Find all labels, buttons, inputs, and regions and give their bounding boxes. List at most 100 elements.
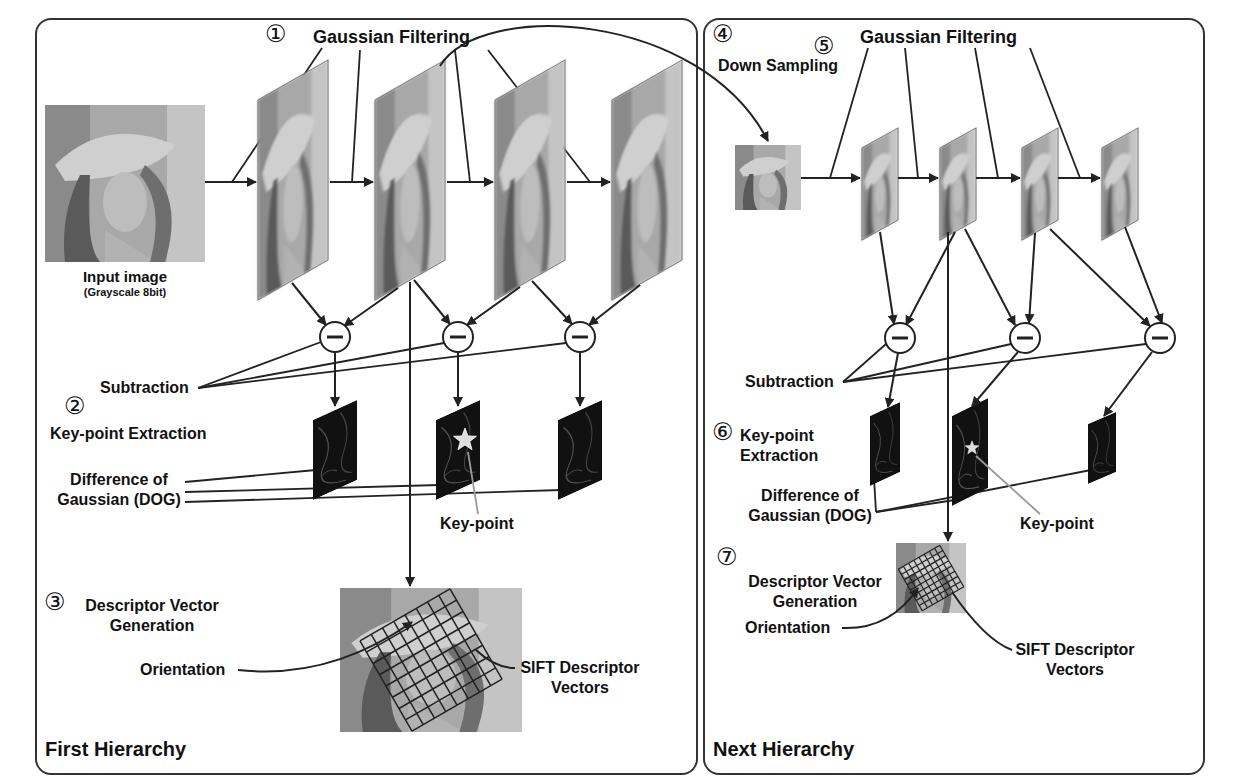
hierarchy-panel: Next Hierarchy [703,18,1205,775]
callout-number: ⑦ [716,545,738,569]
leader-line [198,343,444,388]
annotation-label: SIFT Descriptor Vectors [505,658,655,698]
annotation-label: Difference of Gaussian (DOG) [44,470,194,510]
dog-picture [870,402,900,486]
annotation-label: Difference of Gaussian (DOG) [735,486,885,526]
panel-title: First Hierarchy [45,738,186,761]
image-frame [612,60,682,300]
image-frame [495,60,565,300]
leader-line [975,48,998,178]
subtraction-circle [320,322,350,352]
image-frame [1102,128,1138,240]
blurred-photo [1022,128,1058,240]
downsampled-photo [735,145,801,210]
minus-sign [1017,337,1033,340]
subtraction-circle [443,322,473,352]
minus-sign [572,336,588,339]
dog-image [1088,412,1116,484]
flow-arrow [344,288,398,326]
gaussian-image [612,60,682,300]
leader-line [976,456,1040,514]
blurred-photo [1102,128,1138,240]
descriptor-pointer [476,650,515,668]
key-point-star [454,428,477,450]
annotation-label: Key-point [1020,514,1094,534]
annotation-label: Key-point [440,514,514,534]
dog-image [313,400,357,500]
flow-arrow [976,177,1020,179]
callout-number: ② [64,394,86,418]
flow-arrow [965,229,1015,325]
leader-line [185,485,439,492]
callout-number: ⑤ [813,34,835,58]
annotation-label: Orientation [140,660,225,680]
flow-arrow [205,181,256,183]
gaussian-image [495,60,565,300]
gaussian-image [862,128,898,240]
leader-line [843,344,1011,382]
input-photo [45,105,205,262]
annotation-label: Subtraction [100,378,189,398]
annotation-label: SIFT Descriptor Vectors [1000,640,1150,680]
flow-arrow [292,283,326,325]
image-frame [862,128,898,240]
panel-title: Next Hierarchy [713,738,854,761]
leader-line [905,48,918,178]
flow-arrow [888,353,898,407]
callout-number: ⑥ [712,420,734,444]
minus-sign [450,336,466,339]
gaussian-image [1022,128,1058,240]
blurred-photo [375,60,445,300]
dog-image [952,398,988,506]
annotation-label: Orientation [745,618,830,638]
subtractors [320,322,595,352]
gaussian-image [375,60,445,300]
subtraction-circle [1145,323,1175,353]
flow-arrow [589,285,640,325]
flow-arrow [467,287,520,325]
subtraction-circle [885,323,915,353]
leader-line [352,50,360,182]
callout-number: ④ [712,22,734,46]
annotation-label: Gaussian Filtering [860,26,1017,49]
flow-arrow [409,282,411,586]
blurred-photo [862,128,898,240]
subtraction-circle [1010,323,1040,353]
image-frame [940,128,976,240]
flow-arrow [414,280,450,324]
flow-arrow [330,181,373,183]
flow-arrow [898,177,938,179]
image-frame [1022,128,1058,240]
gaussian-image [1102,128,1138,240]
image-frame [375,60,445,300]
annotation-label: Descriptor Vector Generation [735,572,895,612]
dog-picture [313,400,357,500]
leader-line [468,452,478,514]
flow-arrow [532,281,572,324]
annotation-label: Down Sampling [718,56,838,76]
flow-arrow [579,352,581,406]
annotation-label: Descriptor Vector Generation [72,596,232,636]
blurred-photo [940,128,976,240]
blurred-photo [612,60,682,300]
flow-arrow [1029,233,1035,323]
descriptor-photo [340,588,522,732]
image-caption: (Grayscale 8bit) [45,286,205,299]
minus-sign [892,337,908,340]
grid-lines [360,589,502,731]
flow-arrow [1050,229,1150,326]
flow-arrow [880,232,894,324]
flow-arrow [334,352,336,406]
dog-picture [558,400,602,500]
image-frame [258,60,328,300]
flow-arrow [1125,227,1162,323]
leader-line [185,490,561,502]
minus-sign [327,336,343,339]
flow-arrow [1058,177,1100,179]
subtraction-circle [565,322,595,352]
gaussian-image [258,60,328,300]
annotation-label: Gaussian Filtering [313,26,470,49]
blurred-photo [495,60,565,300]
dog-image [558,400,602,500]
